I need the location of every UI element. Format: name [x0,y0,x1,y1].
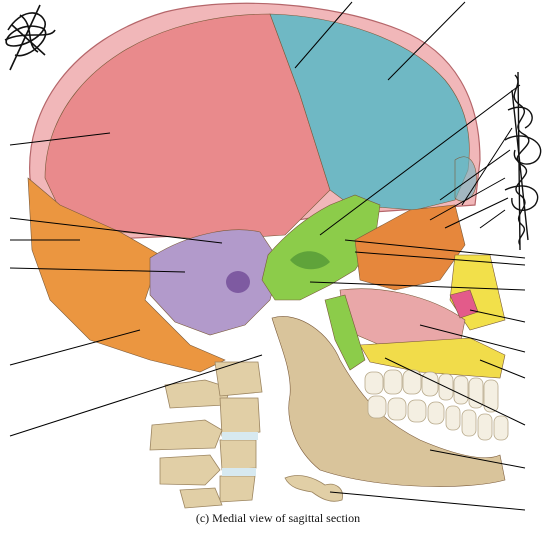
sphenoid-bone [261,194,381,301]
temporal-bone [149,229,281,336]
frontal-sinus [454,156,477,202]
internal-acoustic-meatus [226,271,250,293]
scribble-top-left [4,4,56,71]
sella-turcica [290,251,330,270]
hyoid-bone [284,475,343,502]
ethmoid-bone [354,204,466,291]
mandible [271,316,506,487]
cervical-vertebrae [149,361,263,509]
leader-lines [9,1,526,511]
pterygoid-process [324,294,366,371]
vomer [339,288,466,346]
scribble-right [504,71,542,251]
occipital-bone [27,177,226,373]
figure-caption: (c) Medial view of sagittal section [195,511,361,525]
teeth [364,369,509,441]
